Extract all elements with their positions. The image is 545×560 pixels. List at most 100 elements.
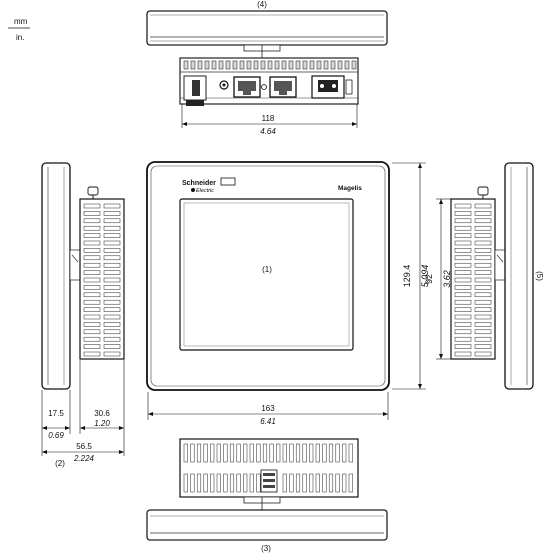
cooling-fin <box>454 248 472 253</box>
dim-height-side-mm: 92 <box>424 274 434 284</box>
cooling-fin <box>322 443 327 463</box>
cooling-fin <box>274 60 280 70</box>
dim-height-front-in: 5.094 <box>420 265 430 288</box>
top-bezel-view: (4) <box>146 0 388 46</box>
cooling-fin <box>249 443 254 463</box>
dim-width-top-in: 4.64 <box>260 127 276 136</box>
cooling-fin <box>269 443 274 463</box>
cooling-fin <box>203 473 208 493</box>
cooling-fin <box>103 225 121 231</box>
cooling-fin <box>309 60 315 70</box>
view-label-4: (4) <box>257 0 267 9</box>
cooling-fin <box>103 307 121 312</box>
cooling-fin <box>83 277 101 283</box>
dim-depth-total-in: 2.224 <box>73 454 95 463</box>
cooling-fin <box>267 60 273 70</box>
unit-legend: mm in. <box>8 17 30 42</box>
cooling-fin <box>351 60 357 70</box>
cooling-fin <box>454 344 472 349</box>
cooling-fin <box>454 351 472 357</box>
cooling-fin <box>262 443 268 463</box>
cooling-fin <box>474 344 492 349</box>
unit-mm-label: mm <box>14 17 28 26</box>
dim-width-front-mm: 163 <box>261 404 275 413</box>
cooling-fin <box>309 443 314 463</box>
dim-height-front: 129.4 5.094 <box>392 162 430 390</box>
cooling-fin <box>344 60 350 70</box>
cooling-fin <box>103 314 121 320</box>
cooling-fin <box>103 351 121 357</box>
cooling-fin <box>474 225 492 231</box>
cooling-fin <box>210 443 215 463</box>
cooling-fin <box>454 218 472 224</box>
cooling-fin <box>83 299 101 305</box>
cooling-fin <box>218 60 224 70</box>
cooling-fin <box>103 329 121 335</box>
cooling-fin <box>474 270 492 275</box>
cooling-fin <box>204 60 210 70</box>
view-label-2: (2) <box>55 459 65 468</box>
cooling-fin <box>454 336 472 342</box>
dim-height-front-mm: 129.4 <box>402 265 412 288</box>
cooling-fin <box>256 473 261 493</box>
cooling-fin <box>183 60 189 70</box>
cooling-fin <box>83 322 101 327</box>
cooling-fin <box>223 473 228 493</box>
cooling-fin <box>103 270 121 275</box>
cooling-fin <box>348 473 353 493</box>
cooling-fin <box>83 255 101 261</box>
cooling-fin <box>454 233 472 238</box>
dim-width-top-mm: 118 <box>262 114 275 123</box>
cooling-fin <box>474 307 492 312</box>
cooling-fin <box>223 443 228 463</box>
cooling-fin <box>83 270 101 275</box>
cooling-fin <box>83 211 101 216</box>
cooling-fin <box>454 322 472 327</box>
cooling-fin <box>243 473 248 493</box>
cooling-fin <box>253 60 259 70</box>
cooling-fin <box>83 351 101 357</box>
cooling-fin <box>289 473 294 493</box>
front-view: Schneider Electric Magelis (1) <box>146 161 390 391</box>
bottom-bezel-view: (3) <box>146 509 388 553</box>
cooling-fin <box>302 60 308 70</box>
cooling-fin <box>239 60 245 70</box>
cooling-fin <box>295 443 301 463</box>
cooling-fin <box>454 255 472 261</box>
cooling-fin <box>282 473 287 493</box>
cooling-fin <box>183 473 188 493</box>
dim-depth-body-in: 1.20 <box>94 419 110 428</box>
view-label-3: (3) <box>261 544 271 553</box>
cooling-fin <box>83 233 101 238</box>
cooling-fin <box>232 60 238 70</box>
cooling-fin <box>83 262 101 268</box>
cooling-fin <box>302 443 307 463</box>
cooling-fin <box>103 322 121 327</box>
cooling-fin <box>103 262 121 268</box>
cooling-fin <box>474 277 492 283</box>
cooling-fin <box>103 255 121 261</box>
cooling-fin <box>474 322 492 327</box>
cooling-fin <box>454 211 472 216</box>
cooling-fin <box>216 473 221 493</box>
cooling-fin <box>83 329 101 335</box>
cooling-fin <box>474 292 492 298</box>
cooling-fin <box>190 60 196 70</box>
cooling-fin <box>103 233 121 238</box>
cooling-fin <box>328 443 334 463</box>
cooling-fin <box>474 351 492 357</box>
dim-depth-total-mm: 56.5 <box>76 442 92 451</box>
right-side-view: (5) <box>450 162 544 390</box>
dim-depth-left: 17.5 0.69 30.6 1.20 56.5 2.224 (2) <box>41 360 125 468</box>
cooling-fin <box>454 314 472 320</box>
cooling-fin <box>83 203 101 209</box>
cooling-fin <box>335 473 340 493</box>
cooling-fin <box>295 60 301 70</box>
brand-logo-icon <box>220 177 236 186</box>
cooling-fin <box>474 329 492 335</box>
cooling-fin <box>83 307 101 312</box>
cooling-fin <box>315 473 320 493</box>
cooling-fin <box>236 473 241 493</box>
cooling-fin <box>83 344 101 349</box>
